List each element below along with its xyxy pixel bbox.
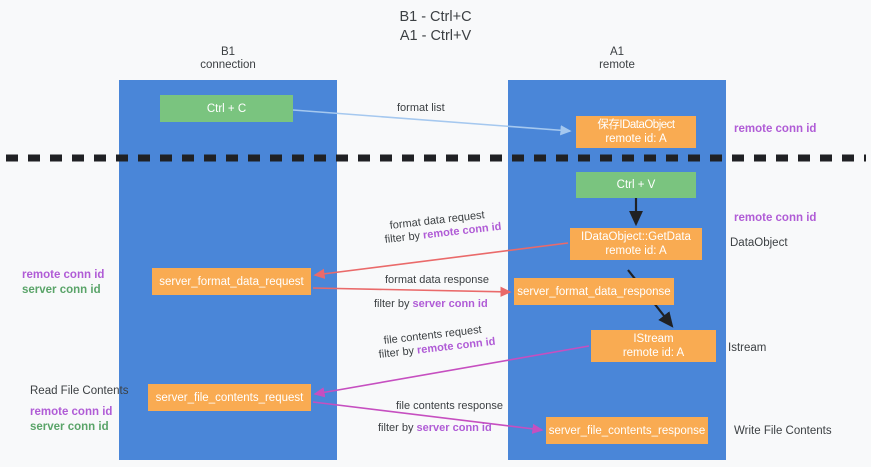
node-ctrl-v-label: Ctrl + V: [616, 179, 656, 191]
node-ctrl-c-label: Ctrl + C: [206, 102, 247, 115]
node-dataobject[interactable]: 保存IDataObject remote id: A: [576, 116, 696, 148]
node-server-format-data-response[interactable]: server_format_data_response: [514, 278, 674, 305]
node-server-format-data-response-label: server_format_data_response: [517, 285, 671, 298]
title-line-2: A1 - Ctrl+V: [399, 28, 472, 44]
page-title: B1 - Ctrl+C A1 - Ctrl+V: [0, 8, 871, 46]
annotation-remote-conn-id-top: remote conn id: [734, 123, 817, 135]
annotation-left-server-conn-id-1: server conn id: [22, 284, 101, 296]
annotation-dataobject: DataObject: [730, 237, 788, 249]
edge-label-format-list: format list: [397, 102, 445, 114]
node-server-file-contents-response[interactable]: server_file_contents_response: [546, 417, 708, 444]
filter-by-text-2: filter by: [374, 298, 413, 310]
node-server-format-data-request-label: server_format_data_request: [159, 275, 304, 288]
lane-header-a1-title: A1: [609, 46, 625, 58]
annotation-left-read-file-contents-group: Read File Contents remote conn id server…: [30, 384, 128, 435]
lane-header-b1-title: B1: [220, 46, 236, 58]
server-conn-id-1: server conn id: [412, 298, 488, 310]
filter-by-text-4: filter by: [378, 422, 417, 434]
node-idataobject-getdata[interactable]: IDataObject::GetData remote id: A: [570, 228, 702, 260]
node-dataobject-line1: 保存IDataObject: [597, 119, 675, 131]
lane-header-b1: B1 connection: [119, 46, 337, 72]
filter-by-text-1: filter by: [384, 229, 424, 246]
lane-header-a1: A1 remote: [508, 46, 726, 72]
edge-label-format-data-response: format data response: [385, 274, 489, 286]
node-server-file-contents-request[interactable]: server_file_contents_request: [148, 384, 311, 411]
node-ctrl-v[interactable]: Ctrl + V: [576, 172, 696, 198]
annotation-remote-conn-id-mid: remote conn id: [734, 212, 817, 224]
node-istream-line2: remote id: A: [622, 347, 685, 359]
title-line-1: B1 - Ctrl+C: [399, 9, 472, 25]
annotation-left-remote-conn-id-2: remote conn id: [30, 406, 113, 418]
node-istream[interactable]: IStream remote id: A: [591, 330, 716, 362]
annotation-istream: Istream: [728, 342, 767, 354]
connector-format-data-response: [312, 286, 512, 297]
server-conn-id-2: server conn id: [416, 422, 492, 434]
node-server-file-contents-response-label: server_file_contents_response: [548, 424, 706, 437]
node-ctrl-c[interactable]: Ctrl + C: [160, 95, 293, 122]
lane-header-a1-subtitle: remote: [599, 59, 635, 71]
node-getdata-line1: IDataObject::GetData: [581, 231, 691, 243]
lane-header-b1-subtitle: connection: [200, 59, 256, 71]
filter-by-text-3: filter by: [378, 344, 418, 361]
edge-label-file-contents-response: file contents response: [396, 400, 504, 412]
node-server-format-data-request[interactable]: server_format_data_request: [152, 268, 311, 295]
node-server-file-contents-request-label: server_file_contents_request: [155, 391, 304, 404]
annotation-left-server-conn-id-2: server conn id: [30, 421, 109, 433]
annotation-left-conn-ids-top: remote conn id server conn id: [22, 268, 104, 298]
edge-label-format-data-response-filter: filter by server conn id: [374, 297, 488, 311]
node-dataobject-line2: remote id: A: [605, 133, 667, 145]
node-getdata-line2: remote id: A: [605, 245, 667, 257]
annotation-left-remote-conn-id-1: remote conn id: [22, 269, 105, 281]
edge-label-file-contents-response-filter: filter by server conn id: [378, 421, 492, 435]
annotation-write-file-contents: Write File Contents: [734, 425, 832, 437]
node-istream-line1: IStream: [633, 333, 674, 345]
annotation-read-file-contents: Read File Contents: [30, 385, 129, 397]
